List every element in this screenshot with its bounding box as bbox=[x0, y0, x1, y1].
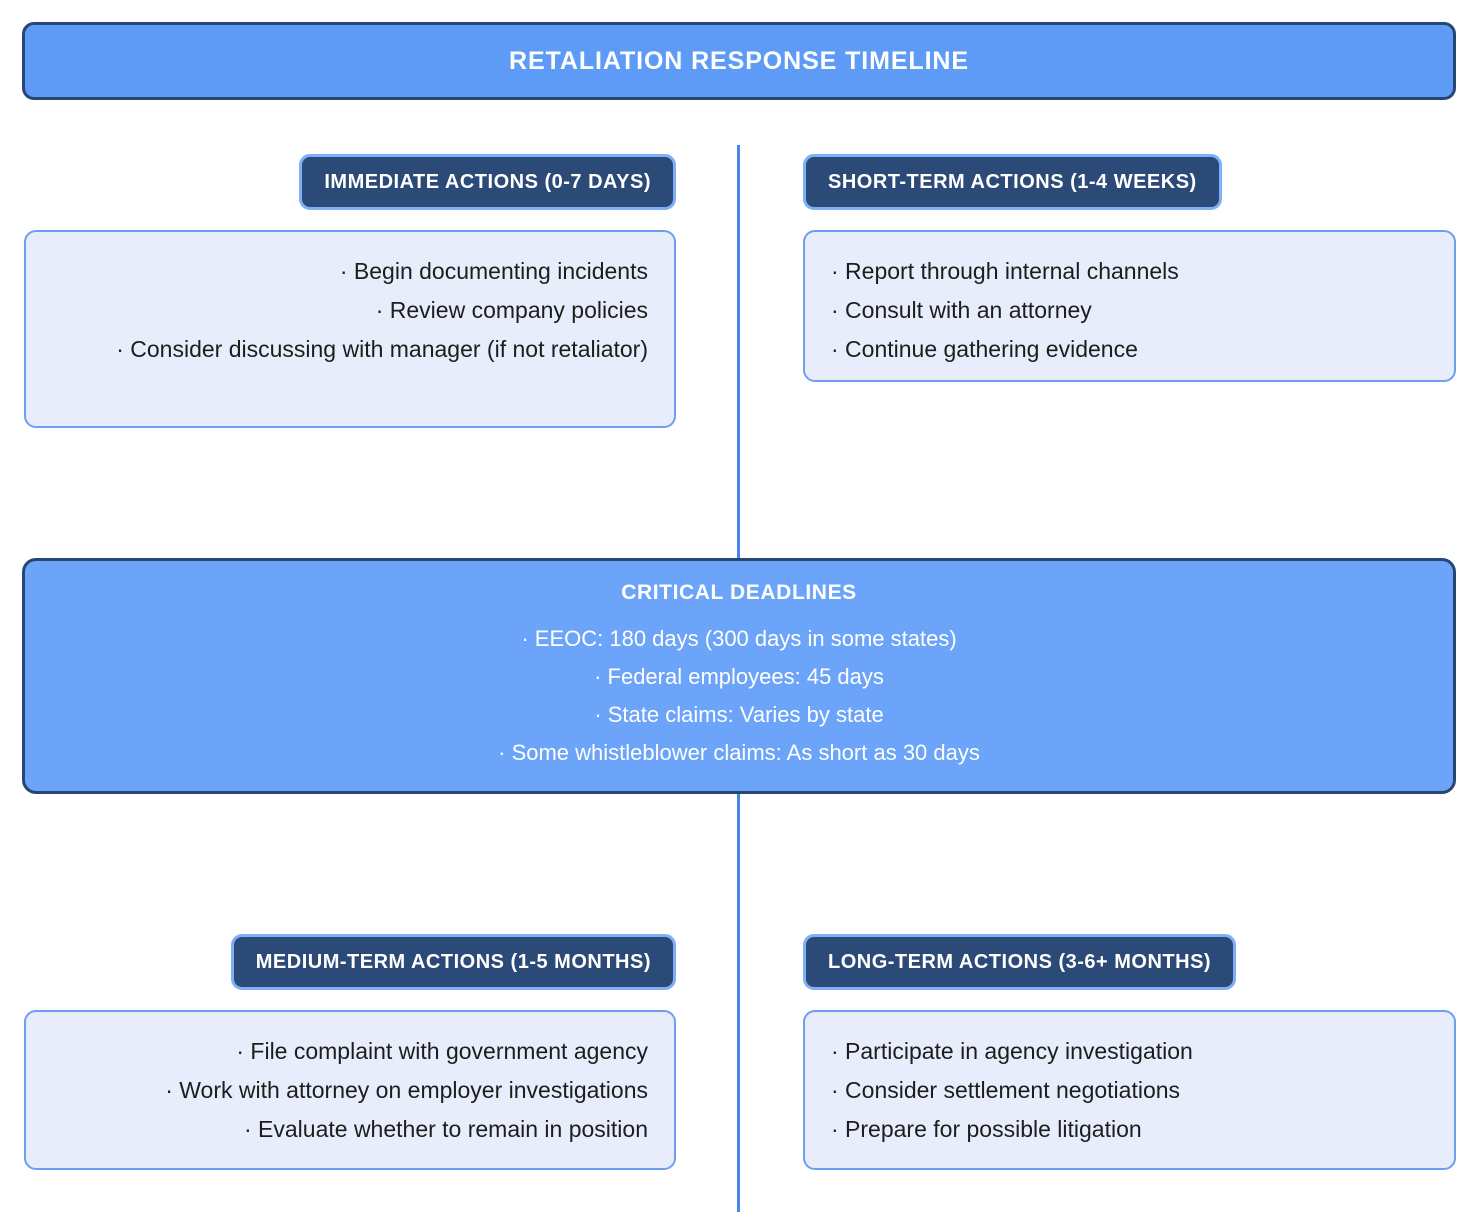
phase-badge-label: SHORT-TERM ACTIONS (1-4 WEEKS) bbox=[828, 170, 1197, 193]
phase-badge-long-term-actions: LONG-TERM ACTIONS (3-6+ MONTHS) bbox=[803, 934, 1237, 990]
phase-badge-immediate-actions: IMMEDIATE ACTIONS (0-7 DAYS) bbox=[299, 154, 676, 210]
list-item: · Some whistleblower claims: As short as… bbox=[498, 739, 980, 765]
phase-badge-label: IMMEDIATE ACTIONS (0-7 DAYS) bbox=[324, 170, 651, 193]
phase-content-long-term-actions: · Participate in agency investigation · … bbox=[803, 1010, 1456, 1170]
action-list: · File complaint with government agency … bbox=[52, 1032, 648, 1149]
action-list: · Report through internal channels · Con… bbox=[831, 252, 1428, 369]
phase-badge-medium-term-actions: MEDIUM-TERM ACTIONS (1-5 MONTHS) bbox=[230, 934, 676, 990]
action-list: · Participate in agency investigation · … bbox=[831, 1032, 1428, 1149]
critical-deadlines-banner: CRITICAL DEADLINES · EEOC: 180 days (300… bbox=[22, 558, 1456, 794]
phase-content-short-term-actions: · Report through internal channels · Con… bbox=[803, 230, 1456, 382]
phase-badge-label: MEDIUM-TERM ACTIONS (1-5 MONTHS) bbox=[255, 950, 651, 973]
list-item: · Evaluate whether to remain in position bbox=[244, 1116, 648, 1142]
list-item: · EEOC: 180 days (300 days in some state… bbox=[521, 625, 957, 651]
timeline-title-banner: RETALIATION RESPONSE TIMELINE bbox=[22, 22, 1456, 100]
page-title: RETALIATION RESPONSE TIMELINE bbox=[509, 46, 969, 75]
phase-content-medium-term-actions: · File complaint with government agency … bbox=[24, 1010, 676, 1170]
list-item: · Participate in agency investigation bbox=[831, 1038, 1193, 1064]
list-item: · File complaint with government agency bbox=[236, 1038, 648, 1064]
phase-badge-short-term-actions: SHORT-TERM ACTIONS (1-4 WEEKS) bbox=[803, 154, 1222, 210]
list-item: · Work with attorney on employer investi… bbox=[165, 1077, 648, 1103]
list-item: · Consider settlement negotiations bbox=[831, 1077, 1181, 1103]
list-item: · Begin documenting incidents bbox=[339, 258, 648, 284]
action-list: · Begin documenting incidents · Review c… bbox=[52, 252, 648, 369]
phase-content-immediate-actions: · Begin documenting incidents · Review c… bbox=[24, 230, 676, 428]
list-item: · Prepare for possible litigation bbox=[831, 1116, 1142, 1142]
phase-badge-label: LONG-TERM ACTIONS (3-6+ MONTHS) bbox=[828, 950, 1212, 973]
critical-deadlines-heading: CRITICAL DEADLINES bbox=[621, 580, 857, 604]
critical-deadlines-list: · EEOC: 180 days (300 days in some state… bbox=[498, 620, 980, 772]
list-item: · Consider discussing with manager (if n… bbox=[116, 336, 648, 362]
list-item: · State claims: Varies by state bbox=[594, 701, 884, 727]
list-item: · Consult with an attorney bbox=[831, 297, 1092, 323]
list-item: · Continue gathering evidence bbox=[831, 336, 1138, 362]
list-item: · Federal employees: 45 days bbox=[594, 663, 884, 689]
list-item: · Review company policies bbox=[375, 297, 648, 323]
list-item: · Report through internal channels bbox=[831, 258, 1179, 284]
